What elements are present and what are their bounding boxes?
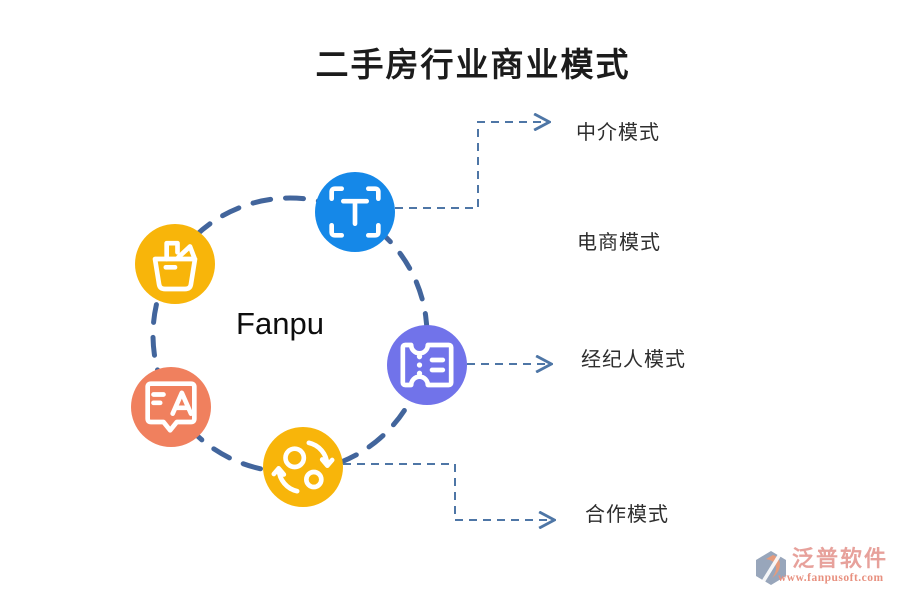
- ticket-icon: [387, 325, 467, 405]
- fanpu-logo-icon: [755, 551, 786, 585]
- node-basket: [135, 224, 215, 304]
- label-broker-model: 经纪人模式: [581, 349, 686, 371]
- watermark-url: www.fanpusoft.com: [777, 572, 884, 584]
- connector-zhongjie: [395, 122, 548, 209]
- node-sync: [263, 427, 343, 507]
- label-intermediary-model: 中介模式: [576, 122, 660, 144]
- scan-text-icon: [315, 172, 395, 252]
- node-chat-translate: [131, 367, 211, 447]
- chat-translate-icon: [131, 367, 211, 447]
- label-cooperation-model: 合作模式: [585, 504, 669, 526]
- sync-icon: [263, 427, 343, 507]
- node-scan-text: [315, 172, 395, 252]
- connector-hezuo: [343, 463, 553, 520]
- label-ecommerce-model: 电商模式: [577, 232, 661, 254]
- node-ticket: [387, 325, 467, 405]
- page-title: 二手房行业商业模式: [315, 46, 631, 83]
- watermark-brand: 泛普软件: [791, 546, 888, 571]
- watermark: 泛普软件 www.fanpusoft.com: [754, 548, 888, 586]
- center-brand-label: Fanpu: [236, 306, 324, 341]
- basket-icon: [135, 224, 215, 304]
